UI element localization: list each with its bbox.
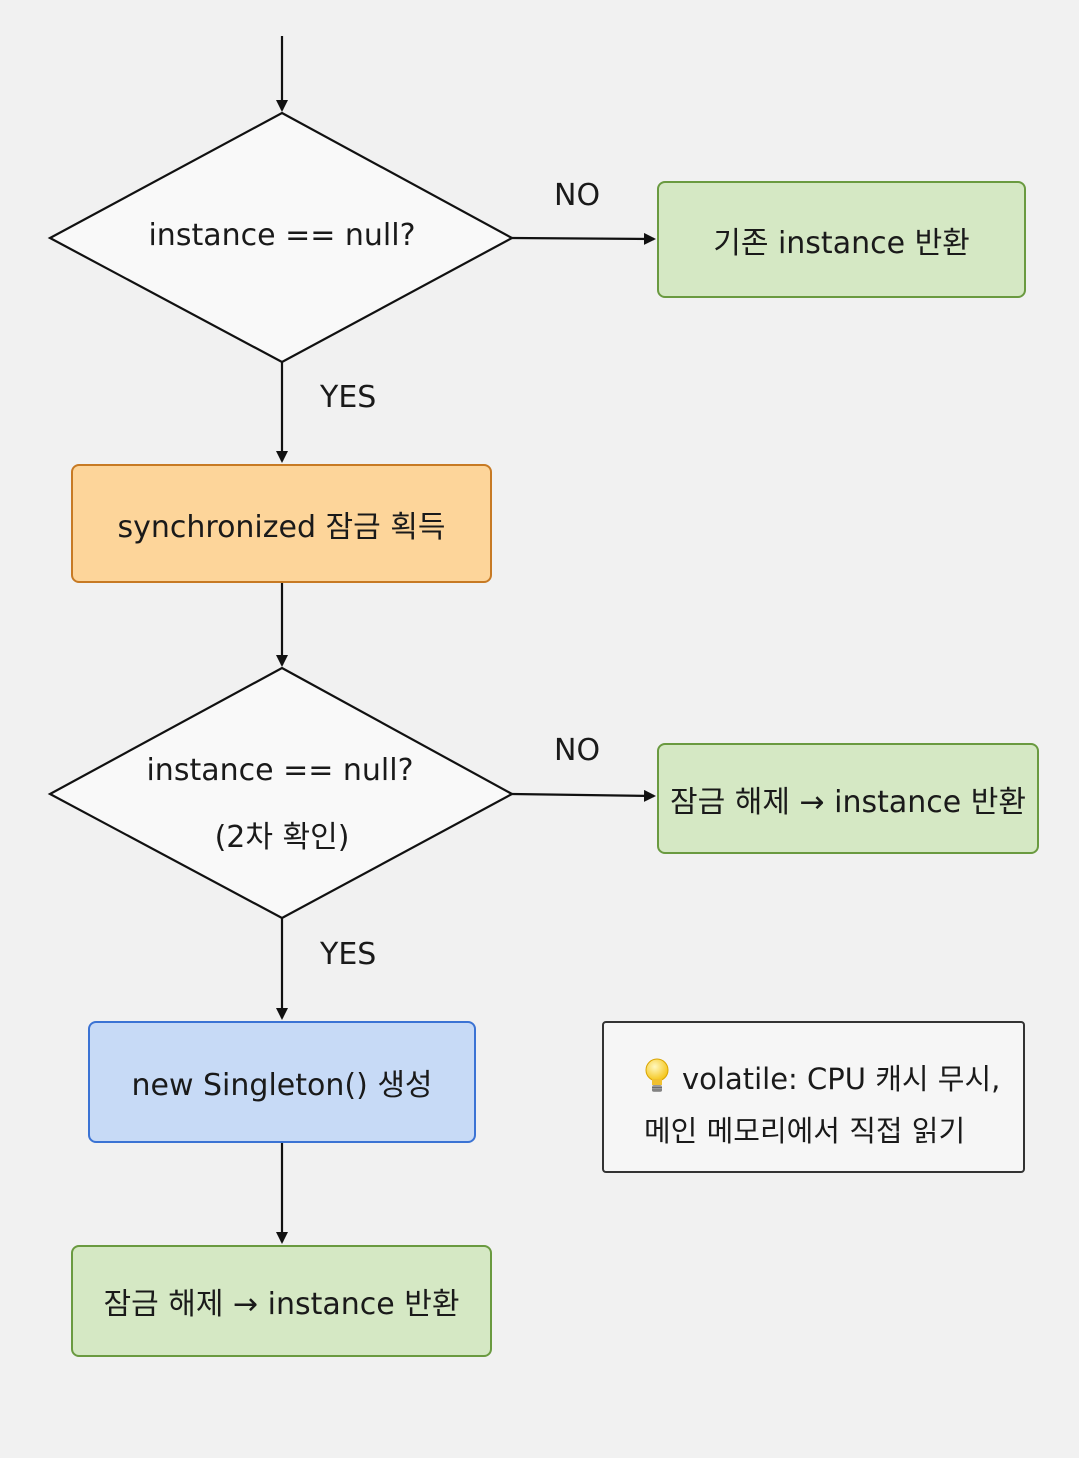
note-line-1: volatile: CPU 캐시 무시, [644,1053,1003,1105]
unlock-return-label-1: 잠금 해제 → instance 반환 [670,784,1026,820]
no-2-label: NO [554,733,601,768]
no-1-label: NO [554,178,601,213]
volatile-note: volatile: CPU 캐시 무시, 메인 메모리에서 직접 읽기 [602,1021,1025,1173]
note-text-1: volatile: CPU 캐시 무시, [682,1062,1001,1096]
lock-acquire-label: synchronized 잠금 획득 [117,509,446,545]
unlock-return-box-2: 잠금 해제 → instance 반환 [71,1245,492,1357]
unlock-return-box-1: 잠금 해제 → instance 반환 [657,743,1039,854]
existing-instance-return-label: 기존 instance 반환 [713,225,970,261]
yes-1-label: YES [320,380,377,415]
lock-acquire-box: synchronized 잠금 획득 [71,464,492,583]
no-1-arrow [511,232,656,245]
existing-instance-return-box: 기존 instance 반환 [657,181,1026,298]
decision-1-label: instance == null? [148,218,416,253]
unlock-return-label-2: 잠금 해제 → instance 반환 [103,1287,460,1322]
create-instance-label: new Singleton() 생성 [131,1068,433,1103]
note-text-2: 메인 메모리에서 직접 읽기 [644,1114,966,1148]
lightbulb-icon [645,1058,669,1092]
yes-2-label: YES [320,937,377,972]
decision-2-label: instance == null? [146,753,414,788]
create-instance-box: new Singleton() 생성 [88,1021,476,1143]
decision-2-sublabel: (2차 확인) [214,820,350,855]
no-2-arrow [511,789,656,802]
decision-2-diamond [47,666,515,920]
